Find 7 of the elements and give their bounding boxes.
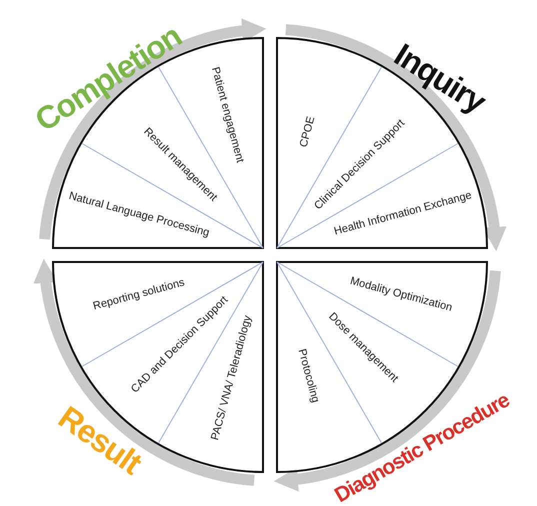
cycle-arrow bbox=[274, 270, 501, 491]
cycle-arrow bbox=[39, 19, 266, 240]
cycle-arrow bbox=[34, 258, 255, 486]
cycle-arrow bbox=[285, 24, 506, 252]
sector-label: Reporting solutions bbox=[92, 278, 186, 313]
quadrant-segment bbox=[277, 38, 487, 248]
sector-label: CPOE bbox=[298, 116, 318, 149]
